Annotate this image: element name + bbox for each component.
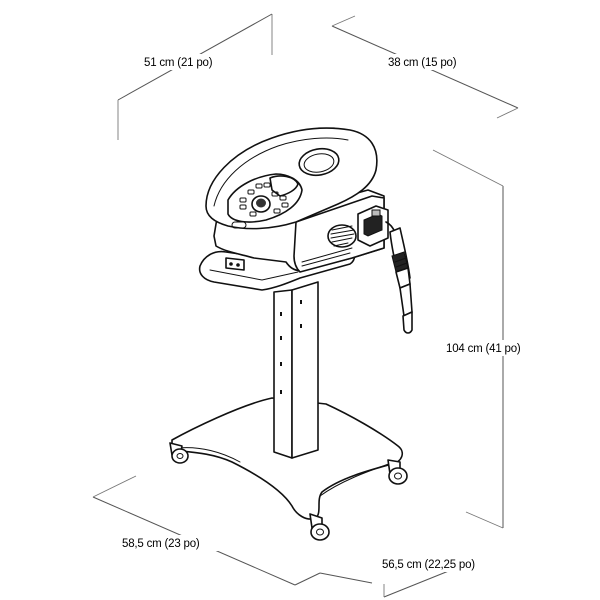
top-depth-extension-right	[496, 107, 519, 119]
keypad-button[interactable]	[247, 189, 255, 195]
cart-base	[169, 397, 408, 541]
dimension-labels: 51 cm (21 po) 38 cm (15 po) 104 cm (41 p…	[120, 54, 544, 572]
vent-grille	[327, 224, 357, 248]
keypad-button[interactable]	[271, 191, 279, 197]
column-side	[291, 281, 319, 459]
cart-column	[273, 281, 319, 459]
applicator-holder	[357, 205, 389, 247]
display-screen	[269, 175, 299, 197]
height-extension-top	[432, 149, 504, 187]
keypad-button[interactable]	[239, 204, 247, 210]
column-front	[273, 289, 293, 459]
applicator-handpiece[interactable]	[385, 221, 413, 334]
keypad-button[interactable]	[273, 208, 281, 214]
tray-connector-panel	[225, 257, 245, 271]
cup-holder	[298, 147, 340, 177]
top-depth-extension-left	[331, 15, 356, 27]
front-badge	[231, 221, 247, 229]
keypad-button[interactable]	[249, 211, 257, 217]
label-top-depth: 38 cm (15 po)	[388, 57, 457, 69]
keypad-button[interactable]	[279, 195, 287, 201]
label-top-width: 51 cm (21 po)	[144, 57, 213, 69]
rotary-knob[interactable]	[251, 195, 271, 213]
label-base-width: 58,5 cm (23 po)	[122, 538, 200, 550]
height-extension-bottom	[465, 511, 504, 529]
caster-right	[387, 459, 408, 485]
main-unit	[205, 127, 389, 273]
keypad	[239, 182, 289, 217]
label-height: 104 cm (41 po)	[446, 343, 521, 355]
keypad-button[interactable]	[281, 202, 289, 208]
base-plate	[171, 397, 404, 520]
base-depth-dimension-line-a	[319, 572, 373, 584]
keypad-button[interactable]	[255, 183, 263, 189]
caster-front	[309, 513, 330, 541]
keypad-button[interactable]	[239, 197, 247, 203]
base-depth-extension-left	[294, 572, 321, 586]
caster-left	[169, 442, 189, 464]
keypad-button[interactable]	[263, 182, 271, 188]
label-base-depth: 56,5 cm (22,25 po)	[382, 559, 475, 571]
base-width-extension-left	[92, 475, 137, 498]
